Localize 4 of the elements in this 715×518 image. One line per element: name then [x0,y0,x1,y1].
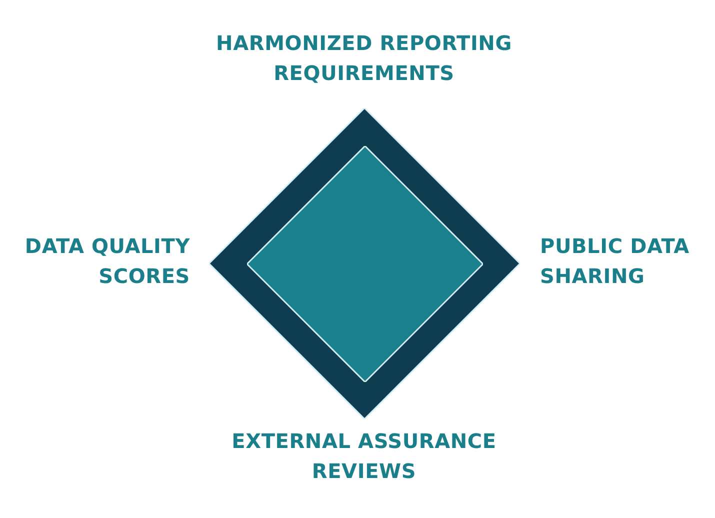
corner-label: HARMONIZED REPORTING REQUIREMENTS [215,30,513,87]
corner-label: PUBLIC DATA SHARING [540,233,690,290]
corner-label: DATA QUALITY SCORES [24,233,190,290]
corner-label: EXTERNAL ASSURANCE REVIEWS [230,428,498,485]
